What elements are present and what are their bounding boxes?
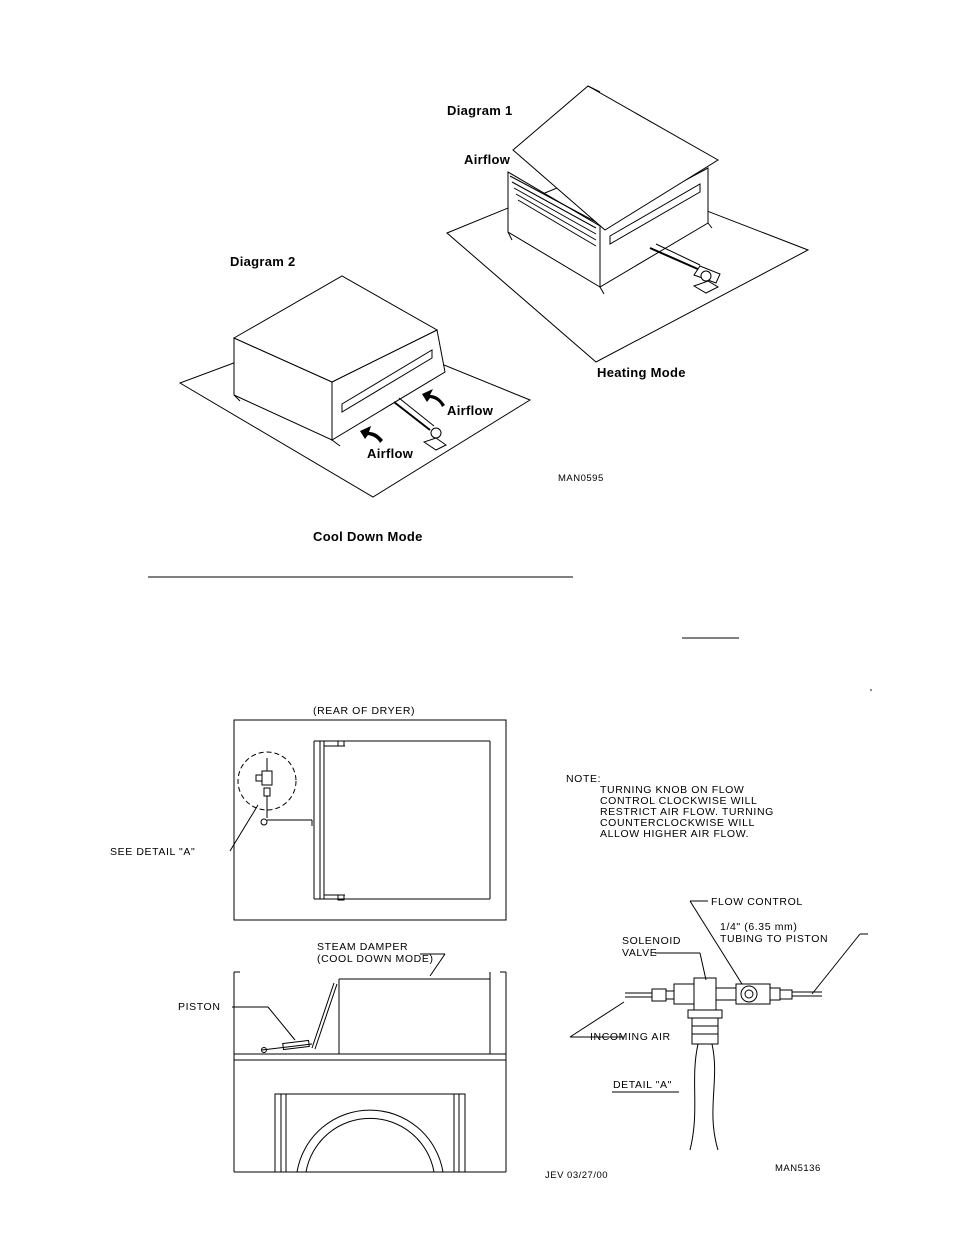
louvres [509,175,597,247]
note-line-3: RESTRICT AIR FLOW. TURNING [600,806,774,818]
diagram-1-heating-mode: Diagram 1 Airflow Heating Mode [446,85,810,380]
detail-a-label: DETAIL "A" [613,1079,672,1091]
detail-a-circle [237,751,297,811]
piston-cool-down [393,397,447,451]
see-detail-a-label: SEE DETAIL "A" [110,846,195,858]
author-date: JEV 03/27/00 [545,1170,608,1181]
flow-control-label: FLOW CONTROL [711,896,803,908]
incoming-air-label: INCOMING AIR [590,1031,671,1043]
solenoid-label-1: SOLENOID [622,935,681,947]
detail-a-assembly: FLOW CONTROL 1/4" (6.35 mm) TUBING TO PI… [569,896,868,1151]
cool-down-mode-label: Cool Down Mode [313,529,423,544]
damper-lid-open [512,85,719,231]
diagram-2-title: Diagram 2 [230,254,296,269]
diagram-2-cool-down-mode: Diagram 2 Airflow Airflow Cool Down Mode [178,254,532,544]
steam-damper-label-2: (COOL DOWN MODE) [317,953,434,965]
airflow-arrow-1 [422,389,445,407]
rear-of-dryer-view: SEE DETAIL "A" (REAR OF DRYER) [110,705,507,921]
dryer-side-view: STEAM DAMPER (COOL DOWN MODE) PISTON [178,941,507,1173]
diagram-2-airflow-label-2: Airflow [367,446,414,461]
diagram-1-title: Diagram 1 [447,103,513,118]
diagram-1-airflow-label: Airflow [464,152,511,167]
solenoid-label-2: VALVE [622,947,657,959]
note-title: NOTE: [566,773,601,785]
piston-label: PISTON [178,1001,221,1013]
note-line-4: COUNTERCLOCKWISE WILL [600,817,755,829]
airflow-arrow-2 [360,426,383,443]
note-line-5: ALLOW HIGHER AIR FLOW. [600,828,749,840]
note-line-2: CONTROL CLOCKWISE WILL [600,795,758,807]
upper-drawing-code: MAN0595 [558,473,604,484]
diagram-2-airflow-label-1: Airflow [447,403,494,418]
piston-heating [649,243,721,294]
damper-lid-closed [232,275,439,383]
lower-drawing-code: MAN5136 [775,1163,821,1174]
rear-of-dryer-label: (REAR OF DRYER) [313,705,415,717]
steam-damper-label-1: STEAM DAMPER [317,941,408,953]
tubing-label-1: 1/4" (6.35 mm) [720,921,797,933]
note-line-1: TURNING KNOB ON FLOW [600,784,744,796]
tubing-label-2: TUBING TO PISTON [720,933,828,945]
heating-mode-label: Heating Mode [597,365,686,380]
note-block: NOTE: TURNING KNOB ON FLOW CONTROL CLOCK… [566,773,774,840]
